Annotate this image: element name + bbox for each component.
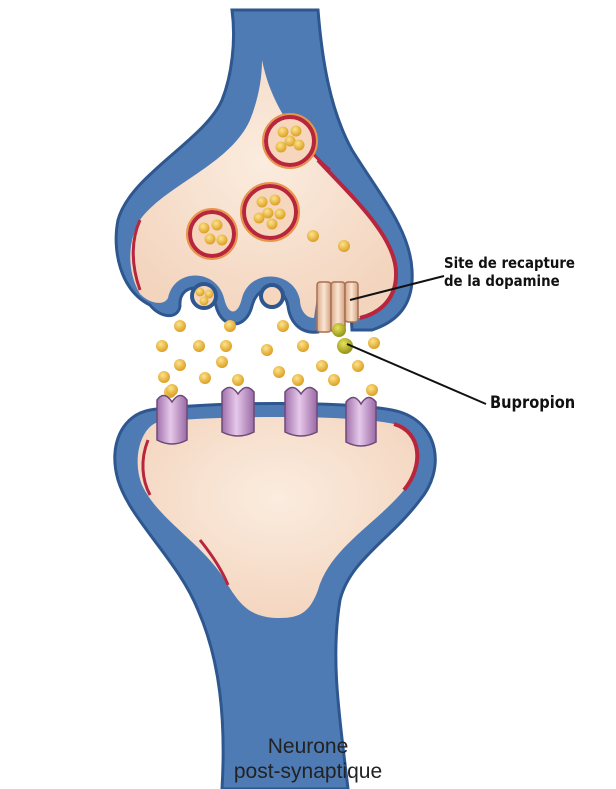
bupropion-molecule [332, 323, 353, 354]
docking-vesicle [261, 285, 283, 307]
docking-vesicle [192, 284, 216, 308]
bupropion-label: Bupropion [490, 393, 575, 413]
vesicle [263, 114, 317, 168]
presynaptic-neuron [116, 10, 412, 332]
dopamine-receptor [346, 397, 376, 446]
caption-line1: Neurone [0, 734, 616, 759]
reuptake-site-label-line1: Site de recapture [444, 254, 575, 272]
bupropion-leader-line [347, 344, 486, 404]
dopamine-receptor [222, 387, 254, 436]
reuptake-site-label-line2: de la dopamine [444, 272, 575, 290]
postsynaptic-cytoplasm [138, 417, 418, 618]
dopamine-receptor [285, 387, 317, 436]
dopamine-receptor [157, 384, 187, 444]
vesicle [241, 183, 299, 241]
vesicle [187, 209, 237, 259]
caption-line2: post-synaptique [0, 759, 616, 784]
neuron-caption: Neurone post-synaptique [0, 734, 616, 784]
postsynaptic-neuron [115, 404, 436, 789]
dopamine-molecules [156, 320, 380, 398]
reuptake-site-label: Site de recapture de la dopamine [444, 254, 575, 290]
